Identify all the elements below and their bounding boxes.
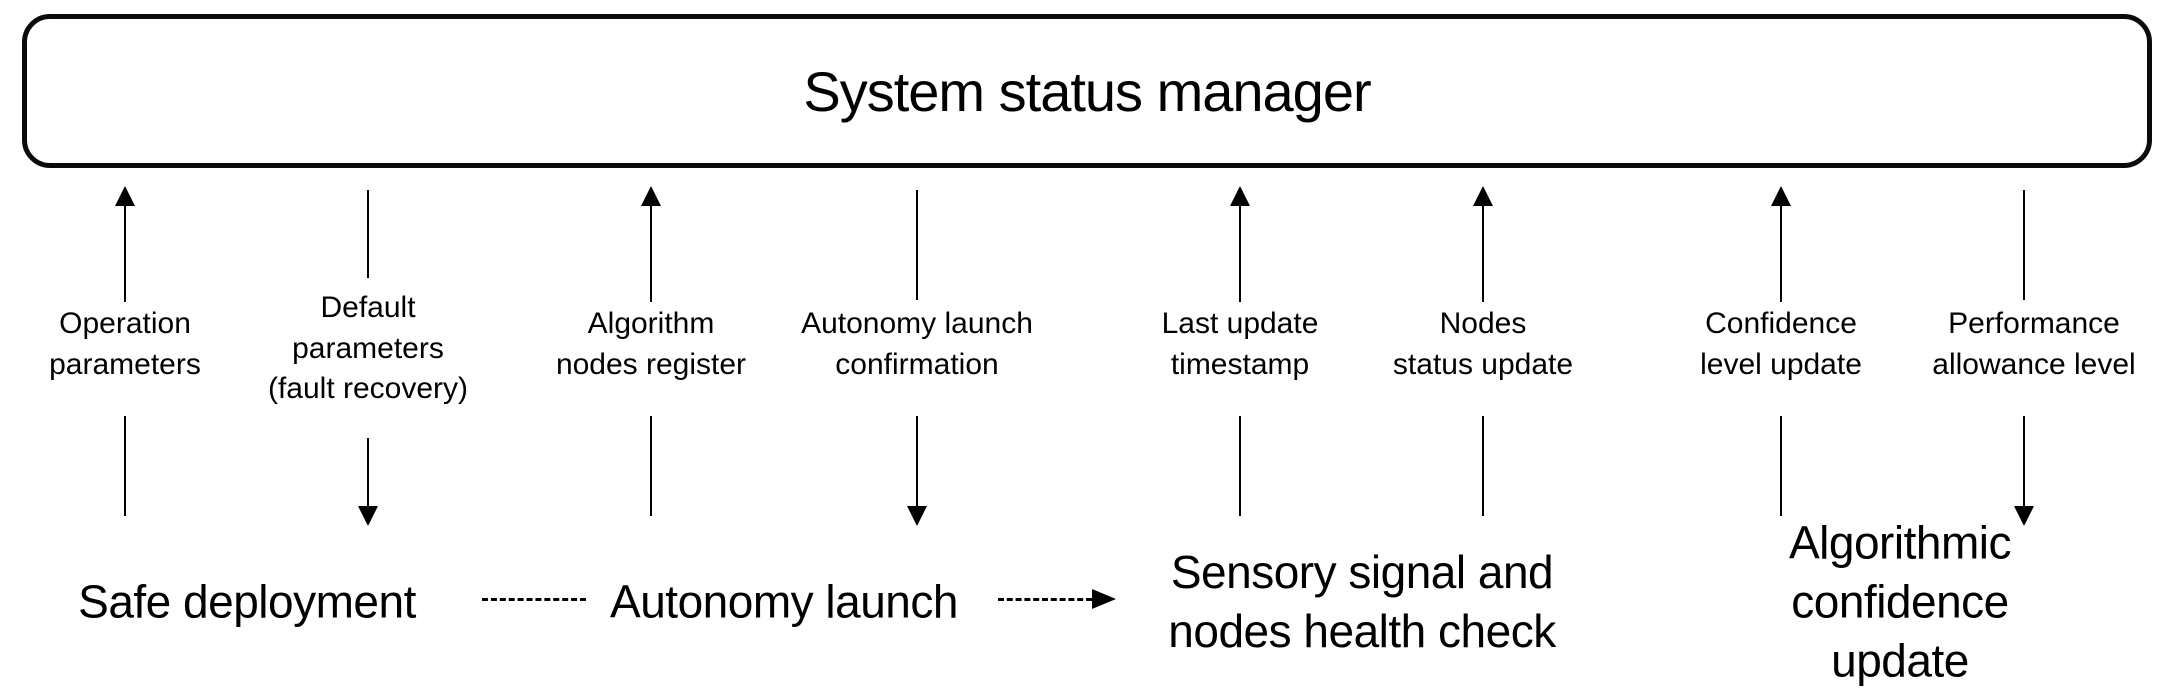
flow-link-dashed-line <box>998 598 1092 601</box>
connector-label: Last update timestamp <box>1161 307 1319 381</box>
arrow-up-icon <box>1771 186 1791 206</box>
connector-line <box>2023 416 2025 506</box>
arrow-down-icon <box>907 506 927 526</box>
connector-line <box>1239 206 1241 302</box>
connector-label: Default parameters (fault recovery) <box>267 291 469 405</box>
system-status-manager-box: System status manager <box>22 14 2152 168</box>
connector-line <box>1239 416 1241 516</box>
arrow-up-icon <box>641 186 661 206</box>
connector-line <box>916 416 918 506</box>
connector-label: Confidence level update <box>1700 307 1862 381</box>
connector-line <box>124 206 126 302</box>
arrow-up-icon <box>115 186 135 206</box>
connector-line <box>124 416 126 516</box>
connector-line <box>1780 206 1782 302</box>
arrow-down-icon <box>2014 506 2034 526</box>
arrow-down-icon <box>358 506 378 526</box>
arrow-up-icon <box>1230 186 1250 206</box>
connector-line <box>367 438 369 506</box>
connector-line <box>367 190 369 278</box>
connector-label: Algorithm nodes register <box>555 307 747 381</box>
stage-autonomy-launch: Autonomy launch <box>610 575 958 628</box>
manager-box-title: System status manager <box>803 59 1371 123</box>
arrow-up-icon <box>1473 186 1493 206</box>
connector-label: Autonomy launch confirmation <box>801 307 1033 381</box>
connector-line <box>916 190 918 300</box>
connector-line <box>650 416 652 516</box>
connector-line <box>1780 416 1782 516</box>
connector-label: Nodes status update <box>1392 307 1574 381</box>
flow-link-dashed-line <box>482 598 586 601</box>
connector-line <box>650 206 652 302</box>
connector-line <box>1482 416 1484 516</box>
connector-label: Performance allowance level <box>1932 307 2136 381</box>
stage-safe-deployment: Safe deployment <box>78 575 416 628</box>
stage-sensory-signal-nodes-health-check: Sensory signal and nodes health check <box>1168 546 1556 657</box>
connector-label: Operation parameters <box>49 307 201 381</box>
connector-line <box>2023 190 2025 300</box>
connector-line <box>1482 206 1484 302</box>
arrow-right-icon <box>1092 589 1116 609</box>
stage-algorithmic-confidence-update: Algorithmic confidence update <box>1788 516 2012 687</box>
